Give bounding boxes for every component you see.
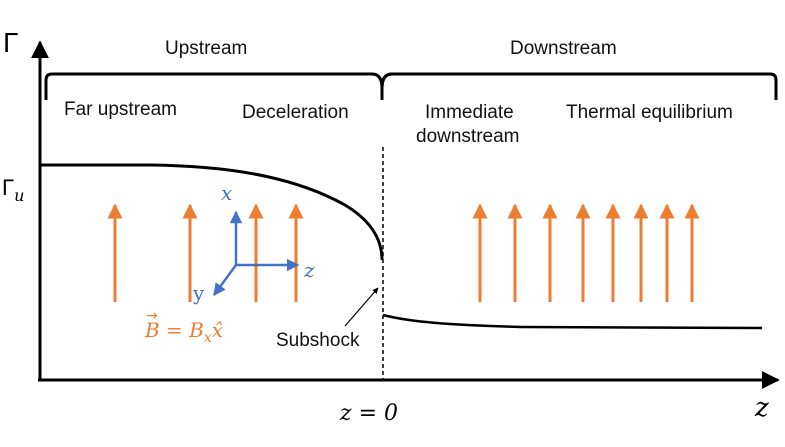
upstream-field-arrows	[107, 203, 304, 302]
field-vector-arrow: →	[146, 308, 158, 324]
gamma-u-label: Γu	[2, 175, 24, 205]
far-upstream-label: Far upstream	[64, 99, 177, 120]
subshock-pointer	[344, 287, 379, 327]
gamma-curve-upstream	[40, 163, 384, 261]
coordinate-frame: x z y	[192, 181, 315, 305]
downstream-brace	[380, 72, 778, 100]
downstream-field-arrows	[472, 203, 700, 302]
gamma-curve-downstream	[382, 313, 763, 330]
field-equation: → B = Bxx̂	[144, 308, 223, 346]
downstream-heading: Downstream	[510, 38, 617, 59]
y-axis-label: Γ	[3, 27, 18, 58]
upstream-brace	[44, 72, 393, 100]
frame-y-axis	[212, 264, 238, 297]
thermal-equilibrium-label: Thermal equilibrium	[566, 102, 733, 123]
upstream-heading: Upstream	[165, 38, 247, 59]
deceleration-label: Deceleration	[242, 102, 349, 123]
field-eq-subscript: x	[204, 330, 212, 346]
frame-x-label: x	[221, 181, 232, 205]
field-equation-text: B = Bxx̂	[144, 318, 223, 346]
subshock-label: Subshock	[276, 330, 360, 351]
x-axis-label: z	[754, 393, 769, 423]
origin-label: z = 0	[339, 401, 398, 426]
immediate-downstream-label-2: downstream	[416, 126, 520, 147]
frame-z-label: z	[303, 258, 315, 282]
immediate-downstream-label-1: Immediate	[425, 102, 514, 123]
frame-y-label: y	[192, 281, 205, 305]
gamma-u-subscript: u	[14, 186, 24, 205]
